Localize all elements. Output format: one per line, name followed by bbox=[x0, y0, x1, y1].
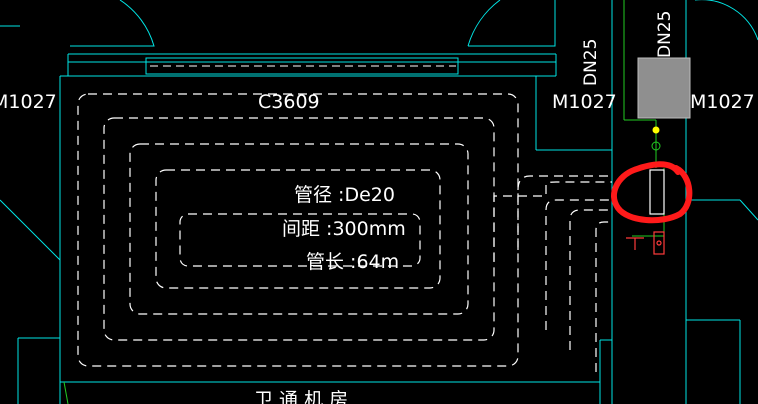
spec-pipe-diameter: 管径 :De20 bbox=[294, 184, 395, 206]
highlight-circle bbox=[611, 161, 693, 224]
manifold-body bbox=[649, 169, 665, 215]
door-arcs bbox=[70, 0, 758, 47]
door-label-center: M1027 bbox=[552, 91, 617, 113]
door-label-left: M1027 bbox=[0, 91, 57, 113]
door-arc-left bbox=[70, 0, 155, 47]
room-label: 卫 通 机 房 bbox=[254, 389, 348, 404]
window-label: C3609 bbox=[258, 91, 320, 113]
door-arc-center bbox=[467, 0, 556, 47]
spec-pipe-spacing: 间距 :300mm bbox=[282, 218, 406, 240]
pipe-node bbox=[652, 126, 660, 134]
pipe-label-right: DN25 bbox=[655, 11, 675, 58]
heating-coil bbox=[77, 93, 612, 372]
pipe-label-left: DN25 bbox=[581, 39, 601, 86]
manifold-box[interactable] bbox=[637, 57, 691, 119]
door-arc-right bbox=[695, 0, 758, 41]
door-label-right: M1027 bbox=[690, 91, 755, 113]
valve-symbol bbox=[651, 141, 661, 151]
valve-marker bbox=[626, 231, 665, 255]
spec-pipe-length: 管长 :64m bbox=[306, 251, 399, 273]
